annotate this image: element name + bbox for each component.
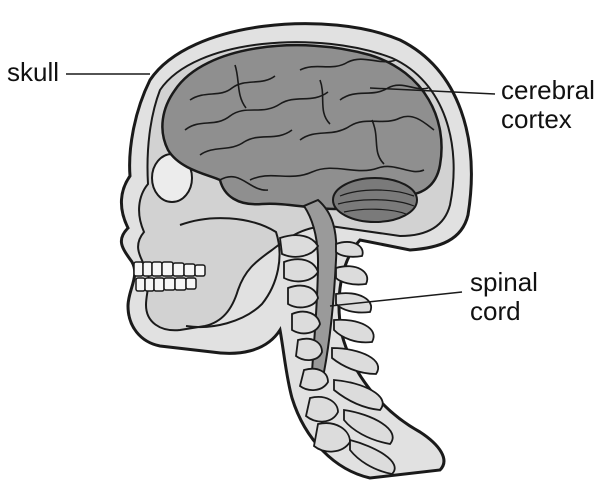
skull-label-text: skull [7,58,59,87]
cerebral-cortex-label-line-2: cortex [501,105,595,134]
cerebral-cortex-label: cerebral cortex [501,76,595,134]
spinal-cord-label: spinal cord [470,268,538,326]
vertebrae [280,235,395,474]
spinal-cord-label-line-2: cord [470,297,538,326]
skull-label: skull [7,58,59,87]
cerebral-cortex-label-line-1: cerebral [501,76,595,105]
spinal-cord-label-line-1: spinal [470,268,538,297]
teeth [134,262,205,291]
